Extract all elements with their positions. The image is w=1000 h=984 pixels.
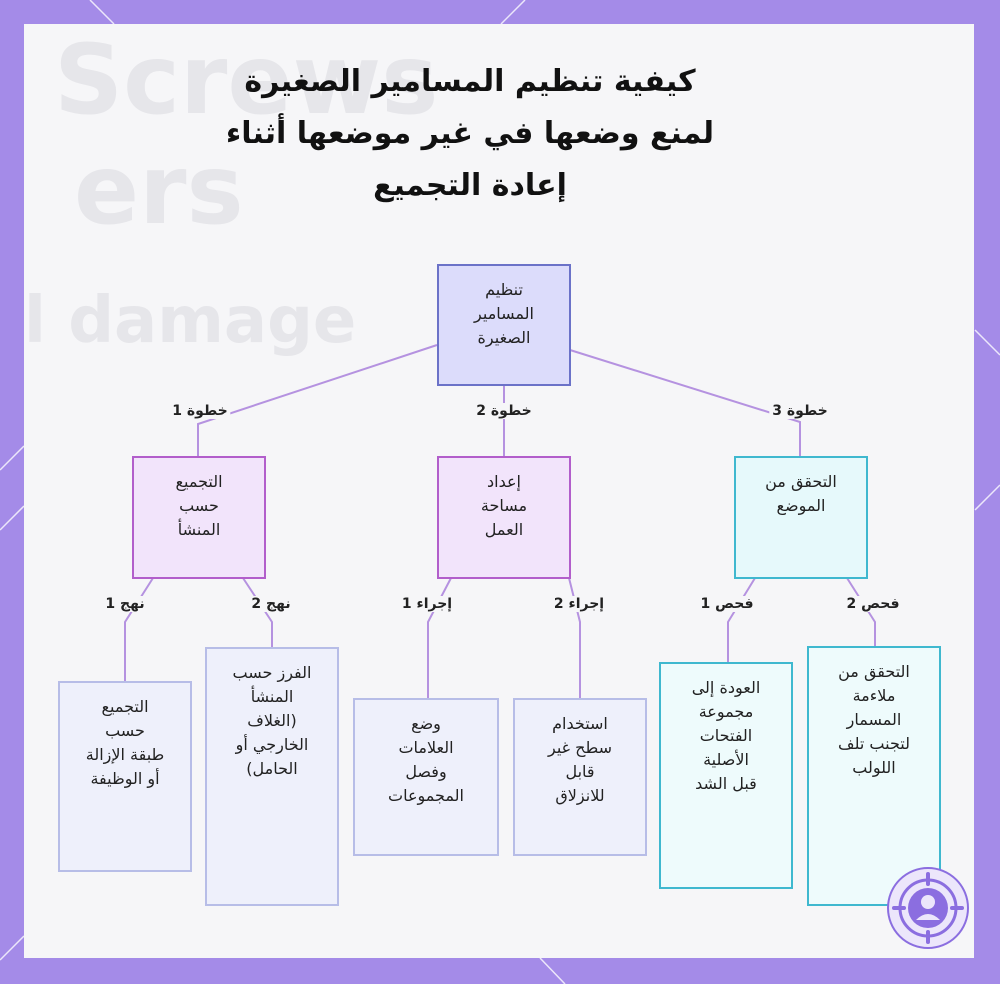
background-word: l damage [24,284,357,358]
page-title: كيفية تنظيم المسامير الصغيرة لمنع وضعها … [200,56,740,212]
crosshair-logo-icon [887,867,969,949]
edge-label: إجراء 2 [550,596,608,612]
leaf-node-label: وضع العلامات وفصل المجموعات [388,714,464,805]
leaf-node-label: التجميع حسب طبقة الإزالة أو الوظيفة [85,697,165,788]
group-node-label: التجميع حسب المنشأ [175,472,223,539]
edge-label: فحص 2 [843,596,903,612]
leaf-node: استخدام سطح غير قابل للانزلاق [513,698,647,856]
group-node-verify: التحقق من الموضع [734,456,868,579]
leaf-node: وضع العلامات وفصل المجموعات [353,698,499,856]
background-word: Screws [54,24,439,136]
group-node-workspace: إعداد مساحة العمل [437,456,571,579]
connector-root-group1 [197,344,438,457]
connector-root-group3 [569,349,801,457]
connector-group2-leaf2 [568,577,581,698]
edge-label: إجراء 1 [398,596,456,612]
connector-group3-leaf2 [846,577,876,646]
group-node-label: إعداد مساحة العمل [480,472,528,539]
group-node-label: التحقق من الموضع [765,472,837,515]
connector-group3-leaf1 [727,577,756,662]
connector-group1-leaf2 [242,577,273,647]
leaf-node-label: التحقق من ملاءمة المسمار لتجنب تلف اللول… [838,662,910,777]
leaf-node: التجميع حسب طبقة الإزالة أو الوظيفة [58,681,192,872]
edge-label: نهج 2 [248,596,294,612]
connector-group1-leaf1 [124,577,154,681]
leaf-node-label: الفرز حسب المنشأ (الغلاف الخارجي أو الحا… [232,663,312,778]
edge-label: خطوة 1 [169,403,231,419]
title-line: إعادة التجميع [373,168,567,203]
title-line: كيفية تنظيم المسامير الصغيرة [244,64,696,99]
edge-label: خطوة 2 [473,403,535,419]
edge-label: نهج 1 [102,596,148,612]
root-node: تنظيم المسامير الصغيرة [437,264,571,386]
leaf-node: التحقق من ملاءمة المسمار لتجنب تلف اللول… [807,646,941,906]
group-node-origin: التجميع حسب المنشأ [132,456,266,579]
leaf-node-label: العودة إلى مجموعة الفتحات الأصلية قبل ال… [691,678,761,793]
leaf-node: العودة إلى مجموعة الفتحات الأصلية قبل ال… [659,662,793,889]
connector-group2-leaf1 [427,577,452,698]
title-line: لمنع وضعها في غير موضعها أثناء [225,116,715,151]
root-node-label: تنظيم المسامير الصغيرة [474,280,534,347]
background-word: ers [74,134,244,246]
leaf-node-label: استخدام سطح غير قابل للانزلاق [548,714,612,805]
edge-label: فحص 1 [697,596,757,612]
edge-label: خطوة 3 [769,403,831,419]
leaf-node: الفرز حسب المنشأ (الغلاف الخارجي أو الحا… [205,647,339,906]
